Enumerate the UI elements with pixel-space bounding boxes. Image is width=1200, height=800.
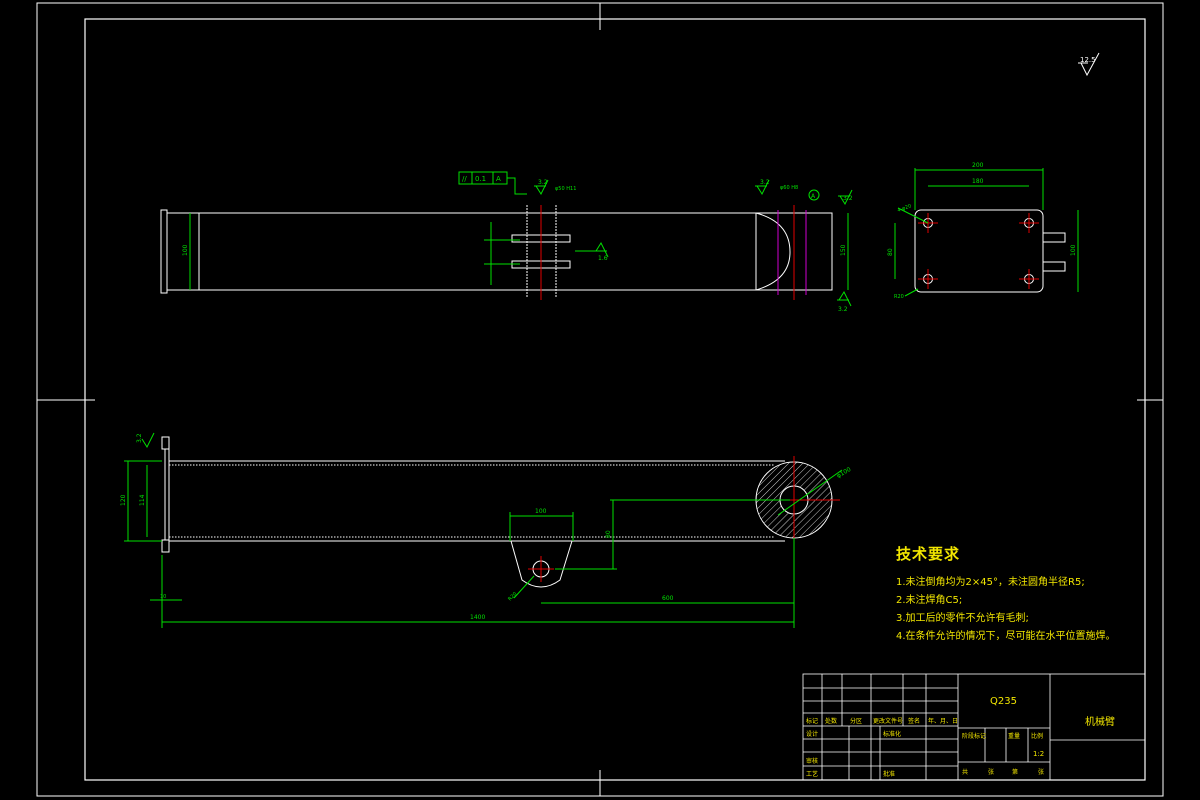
svg-text:更改文件号: 更改文件号 xyxy=(873,717,903,725)
dim-height-100: 100 xyxy=(182,244,189,256)
svg-text:标记: 标记 xyxy=(806,717,818,725)
top-view: φ100 R20 100 80 600 1400 120 114 10 3.2 xyxy=(120,432,853,628)
roughness-right: 3.2 xyxy=(843,195,853,202)
dim-height-outer: 100 xyxy=(1070,244,1077,256)
part-name: 机械臂 xyxy=(1085,715,1115,728)
svg-text://: // xyxy=(462,175,467,183)
svg-text:签名: 签名 xyxy=(908,717,920,725)
dim-lug-offset: 80 xyxy=(605,530,612,538)
dim-height-left: 120 xyxy=(120,494,127,506)
row-check: 审核 xyxy=(806,757,818,765)
dim-height-inner: 114 xyxy=(139,494,146,506)
hole-callout: φ50 H11 xyxy=(555,186,576,192)
title-block-text: Q235 机械臂 标记 处数 分区 更改文件号 签名 年、月、日 设计 标准化 … xyxy=(806,696,1115,778)
lug-radius-label: R20 xyxy=(507,591,518,602)
front-view: 100 150 // 0.1 A 3.2 3.2 3.2 3.2 1.6 φ50 xyxy=(160,171,853,313)
note-item: 4.在条件允许的情况下，尽可能在水平位置施焊。 xyxy=(896,631,1116,642)
material: Q235 xyxy=(990,696,1017,707)
title-block xyxy=(802,673,1146,781)
svg-text:共: 共 xyxy=(962,768,968,776)
roughness-flange: 3.2 xyxy=(136,433,143,443)
dim-width-outer: 200 xyxy=(972,162,984,169)
scale-value: 1:2 xyxy=(1033,750,1044,758)
svg-text:年、月、日: 年、月、日 xyxy=(928,717,958,725)
radius-label: φ100 xyxy=(836,466,853,480)
sheet-border xyxy=(36,2,1164,797)
dim-lug-width: 100 xyxy=(535,508,547,515)
svg-text:0.1: 0.1 xyxy=(475,175,486,183)
hole-callout-right: φ60 H8 xyxy=(780,185,798,191)
geometric-tolerance-frame: // 0.1 A xyxy=(458,171,527,195)
svg-text:张: 张 xyxy=(1038,768,1044,776)
roughness-label: 12.5 xyxy=(1080,56,1096,64)
notes-title: 技术要求 xyxy=(896,545,961,563)
corner-label: R20 xyxy=(894,294,904,300)
row-approve: 批准 xyxy=(883,770,895,778)
roughness-top-mid: 3.2 xyxy=(538,179,548,186)
weight-label: 重量 xyxy=(1008,732,1020,740)
dim-height-left: 80 xyxy=(887,248,894,256)
row-design: 设计 xyxy=(806,730,818,738)
svg-text:处数: 处数 xyxy=(825,717,837,725)
svg-text:分区: 分区 xyxy=(850,717,862,725)
datum-label: A xyxy=(811,193,816,200)
hole-label: 4-φ20 xyxy=(897,203,913,214)
side-view: 200 180 100 80 4-φ20 R20 xyxy=(887,162,1079,300)
note-item: 2.未注焊角C5; xyxy=(896,595,963,606)
stage-mark: 阶段标记 xyxy=(962,732,986,740)
note-item: 1.未注倒角均为2×45°，未注圆角半径R5; xyxy=(896,577,1085,588)
dim-flange: 10 xyxy=(160,594,166,600)
roughness-top-left: 3.2 xyxy=(760,179,770,186)
roughness-side: 1.6 xyxy=(598,255,608,262)
dim-lug-position: 600 xyxy=(662,595,674,602)
roughness-marks xyxy=(534,179,853,307)
dim-right-height: 150 xyxy=(840,244,847,256)
svg-text:A: A xyxy=(496,175,501,183)
dim-length: 1400 xyxy=(470,614,485,621)
dim-width-inner: 180 xyxy=(972,178,984,185)
scale-label: 比例 xyxy=(1031,732,1043,740)
row-process: 工艺 xyxy=(806,770,818,778)
note-item: 3.加工后的零件不允许有毛刺; xyxy=(896,613,1029,624)
roughness-bottom: 3.2 xyxy=(838,306,848,313)
svg-text:第: 第 xyxy=(1012,768,1018,776)
row-standard: 标准化 xyxy=(883,730,901,738)
general-roughness-symbol: 12.5 xyxy=(1078,52,1100,77)
technical-requirements: 技术要求 1.未注倒角均为2×45°，未注圆角半径R5; 2.未注焊角C5; 3… xyxy=(896,543,1186,646)
svg-text:张: 张 xyxy=(988,768,994,776)
